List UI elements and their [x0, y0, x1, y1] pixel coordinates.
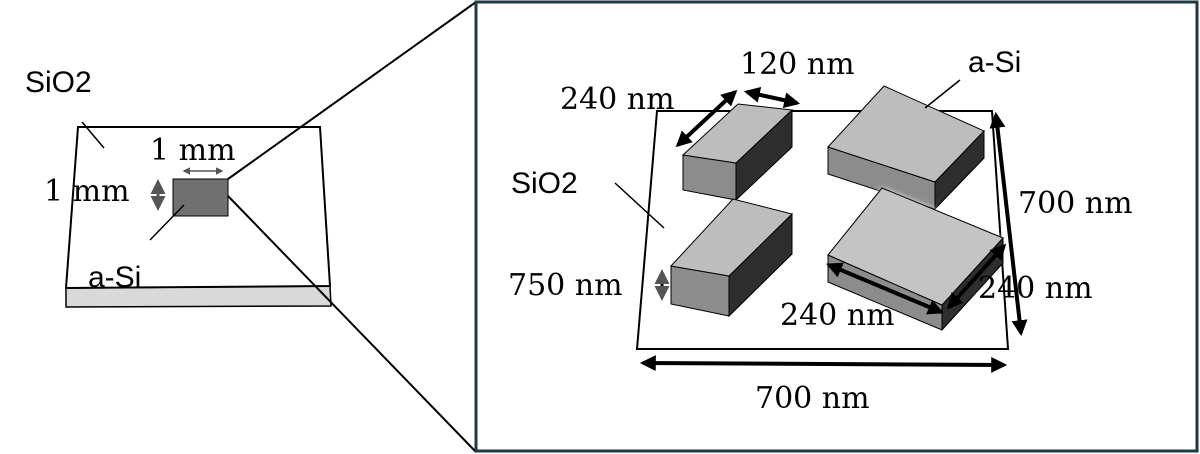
zoom-line-bottom	[227, 195, 477, 453]
overview-height-label: 1 mm	[44, 174, 130, 209]
cell-width-label: 700 nm	[755, 381, 870, 416]
pillar-width-label: 120 nm	[740, 47, 855, 82]
pillar-length-arrow	[675, 89, 738, 148]
pillar-top-left	[681, 103, 794, 202]
cell-depth-arrow	[989, 111, 1028, 337]
square-side-a-label: 240 nm	[780, 298, 895, 333]
square-side-b-label: 240 nm	[978, 271, 1093, 306]
overview-substrate-pointer	[81, 121, 105, 149]
square-top-right	[827, 85, 985, 211]
pillar-height-label: 750 nm	[508, 268, 623, 303]
detail-substrate-label: SiO2	[511, 167, 578, 200]
overview-film-pointer	[149, 204, 185, 241]
detail-pillar-pointer	[924, 79, 961, 109]
square-side-a-arrow	[826, 262, 944, 315]
detail-substrate-pointer	[614, 182, 665, 229]
zoom-line-top	[227, 1, 477, 180]
cell-width-arrow	[639, 355, 1008, 373]
overview-film-patch	[172, 178, 229, 217]
overview-substrate-label: SiO2	[25, 66, 92, 99]
overview-width-label: 1 mm	[150, 133, 236, 168]
pillar-bottom-left	[670, 198, 793, 318]
cell-depth-label: 700 nm	[1018, 186, 1133, 221]
detail-pillar-label: a-Si	[968, 46, 1021, 79]
detail-panel: 240 nm 120 nm a-Si SiO2 700 nm 750 nm 24…	[508, 46, 1133, 416]
pillar-length-label: 240 nm	[560, 82, 675, 117]
overview-film-label: a-Si	[88, 261, 141, 294]
overview-panel: SiO2 1 mm 1 mm a-Si	[25, 66, 332, 308]
pillar-width-arrow	[743, 86, 801, 109]
